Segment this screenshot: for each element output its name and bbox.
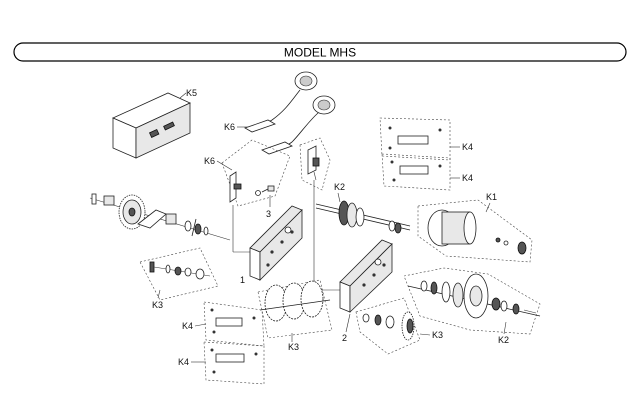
label-k1: K1 bbox=[486, 192, 497, 202]
label-k4-left-lower: K4 bbox=[178, 357, 189, 367]
side-plate-1: 1 bbox=[240, 205, 303, 285]
bracket-k4-upper-right: K4 bbox=[379, 117, 473, 161]
label-k2-right: K2 bbox=[498, 335, 509, 345]
label-2: 2 bbox=[342, 333, 347, 343]
shaft-assembly-k2-center: K2 bbox=[315, 182, 411, 234]
center-bracket-assembly bbox=[299, 137, 331, 191]
side-plate-2: 2 bbox=[339, 239, 393, 343]
photocell-k6-assembly: K6 bbox=[224, 71, 336, 155]
label-k4-lower-right: K4 bbox=[462, 173, 473, 183]
label-k3-left: K3 bbox=[152, 300, 163, 310]
motor-k1: K1 bbox=[417, 192, 533, 263]
label-k6-top: K6 bbox=[224, 122, 235, 132]
label-k4-upper-right: K4 bbox=[462, 142, 473, 152]
label-k3-chain: K3 bbox=[288, 342, 299, 352]
label-k3-right: K3 bbox=[432, 330, 443, 340]
title-text: MODEL MHS bbox=[284, 46, 356, 60]
title-banner: MODEL MHS bbox=[13, 42, 627, 62]
gear-train-k2-right: K2 bbox=[403, 267, 541, 345]
chain-assembly-k3: K3 bbox=[257, 279, 333, 352]
left-sprocket-assembly bbox=[89, 193, 231, 241]
label-k2-center: K2 bbox=[334, 182, 345, 192]
control-box-k5: K5 bbox=[112, 88, 197, 159]
label-1: 1 bbox=[240, 275, 245, 285]
bracket-k4-lower-right: K4 bbox=[381, 153, 473, 191]
bracket-k6-group: K6 bbox=[204, 139, 291, 207]
label-k5: K5 bbox=[186, 88, 197, 98]
label-3: 3 bbox=[266, 209, 271, 219]
sprocket-k3-right: K3 bbox=[355, 297, 443, 355]
bolt-group-k3-left: K3 bbox=[139, 247, 219, 310]
bracket-k4-left-lower: K4 bbox=[178, 341, 265, 385]
part-3-screw: 3 bbox=[255, 185, 275, 219]
label-k6-left: K6 bbox=[204, 156, 215, 166]
bracket-k4-left-upper: K4 bbox=[182, 301, 265, 347]
label-k4-left-upper: K4 bbox=[182, 321, 193, 331]
